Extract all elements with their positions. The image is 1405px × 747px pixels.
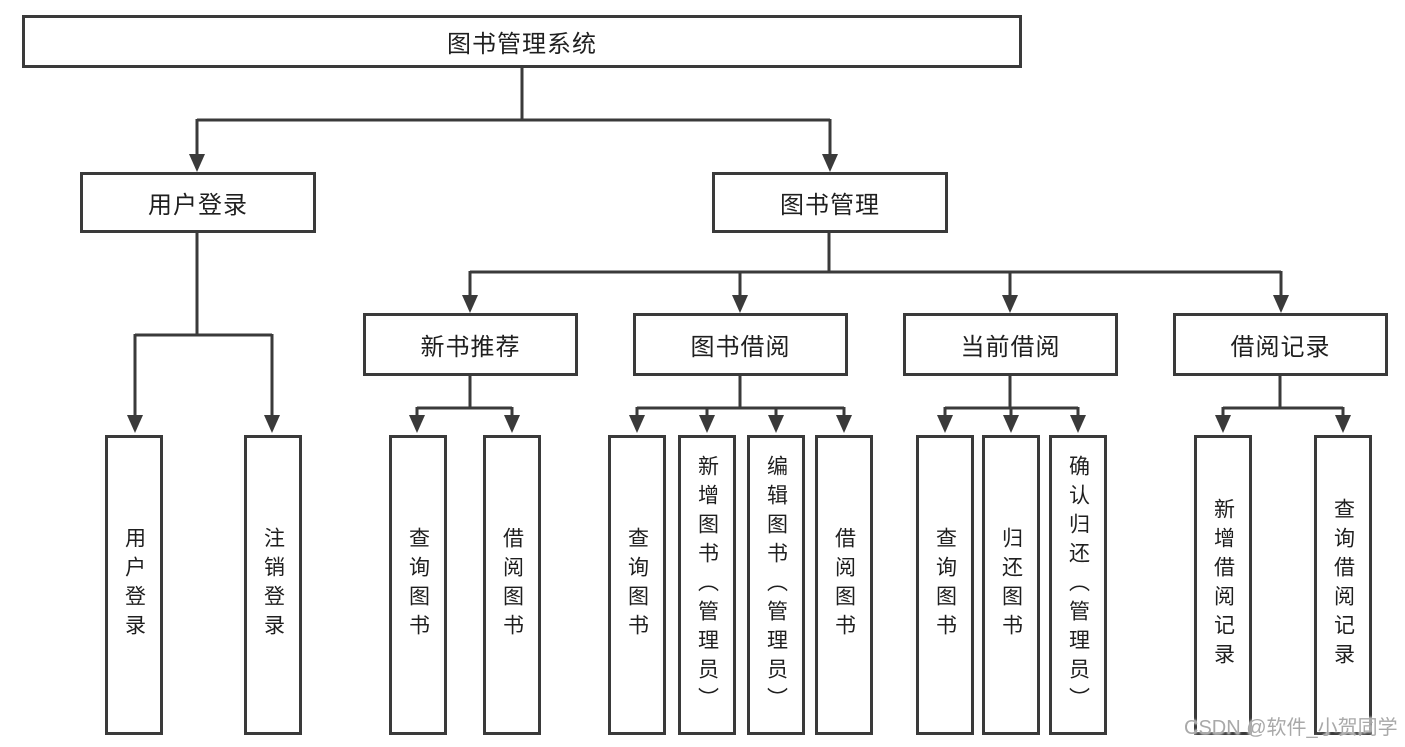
node-label: 新书推荐 <box>420 334 521 361</box>
node-label: 用户登录 <box>148 192 248 219</box>
csdn-watermark: CSDN @软件_小贺同学 <box>1184 717 1398 739</box>
node-label: 图书管理系统 <box>447 31 597 58</box>
node-label: 当前借阅 <box>960 334 1061 361</box>
leaf-query-book-cb: 查询图书 <box>916 435 974 735</box>
node-label: 图书管理 <box>780 192 880 219</box>
leaf-return-book: 归还图书 <box>982 435 1040 735</box>
leaf-user-login: 用户登录 <box>105 435 163 735</box>
node-label: 借阅记录 <box>1230 334 1331 361</box>
node-root-system: 图书管理系统 <box>22 15 1022 68</box>
node-book-borrow: 图书借阅 <box>633 313 848 376</box>
leaf-borrow-book-nb: 借阅图书 <box>483 435 541 735</box>
node-label: 图书借阅 <box>690 334 791 361</box>
leaf-query-book-bb: 查询图书 <box>608 435 666 735</box>
node-borrow-record: 借阅记录 <box>1173 313 1388 376</box>
leaf-add-borrow-record: 新增借阅记录 <box>1194 435 1252 735</box>
node-new-book-recommend: 新书推荐 <box>363 313 578 376</box>
leaf-borrow-book-bb: 借阅图书 <box>815 435 873 735</box>
node-user-login: 用户登录 <box>80 172 316 233</box>
arrowheads <box>127 154 1351 433</box>
node-current-borrow: 当前借阅 <box>903 313 1118 376</box>
leaf-add-book-admin: 新增图书（管理员） <box>678 435 736 735</box>
leaf-edit-book-admin: 编辑图书（管理员） <box>747 435 805 735</box>
node-book-management: 图书管理 <box>712 172 948 233</box>
leaf-query-book-nb: 查询图书 <box>389 435 447 735</box>
leaf-confirm-return-admin: 确认归还（管理员） <box>1049 435 1107 735</box>
leaf-logout: 注销登录 <box>244 435 302 735</box>
leaf-query-borrow-record: 查询借阅记录 <box>1314 435 1372 735</box>
